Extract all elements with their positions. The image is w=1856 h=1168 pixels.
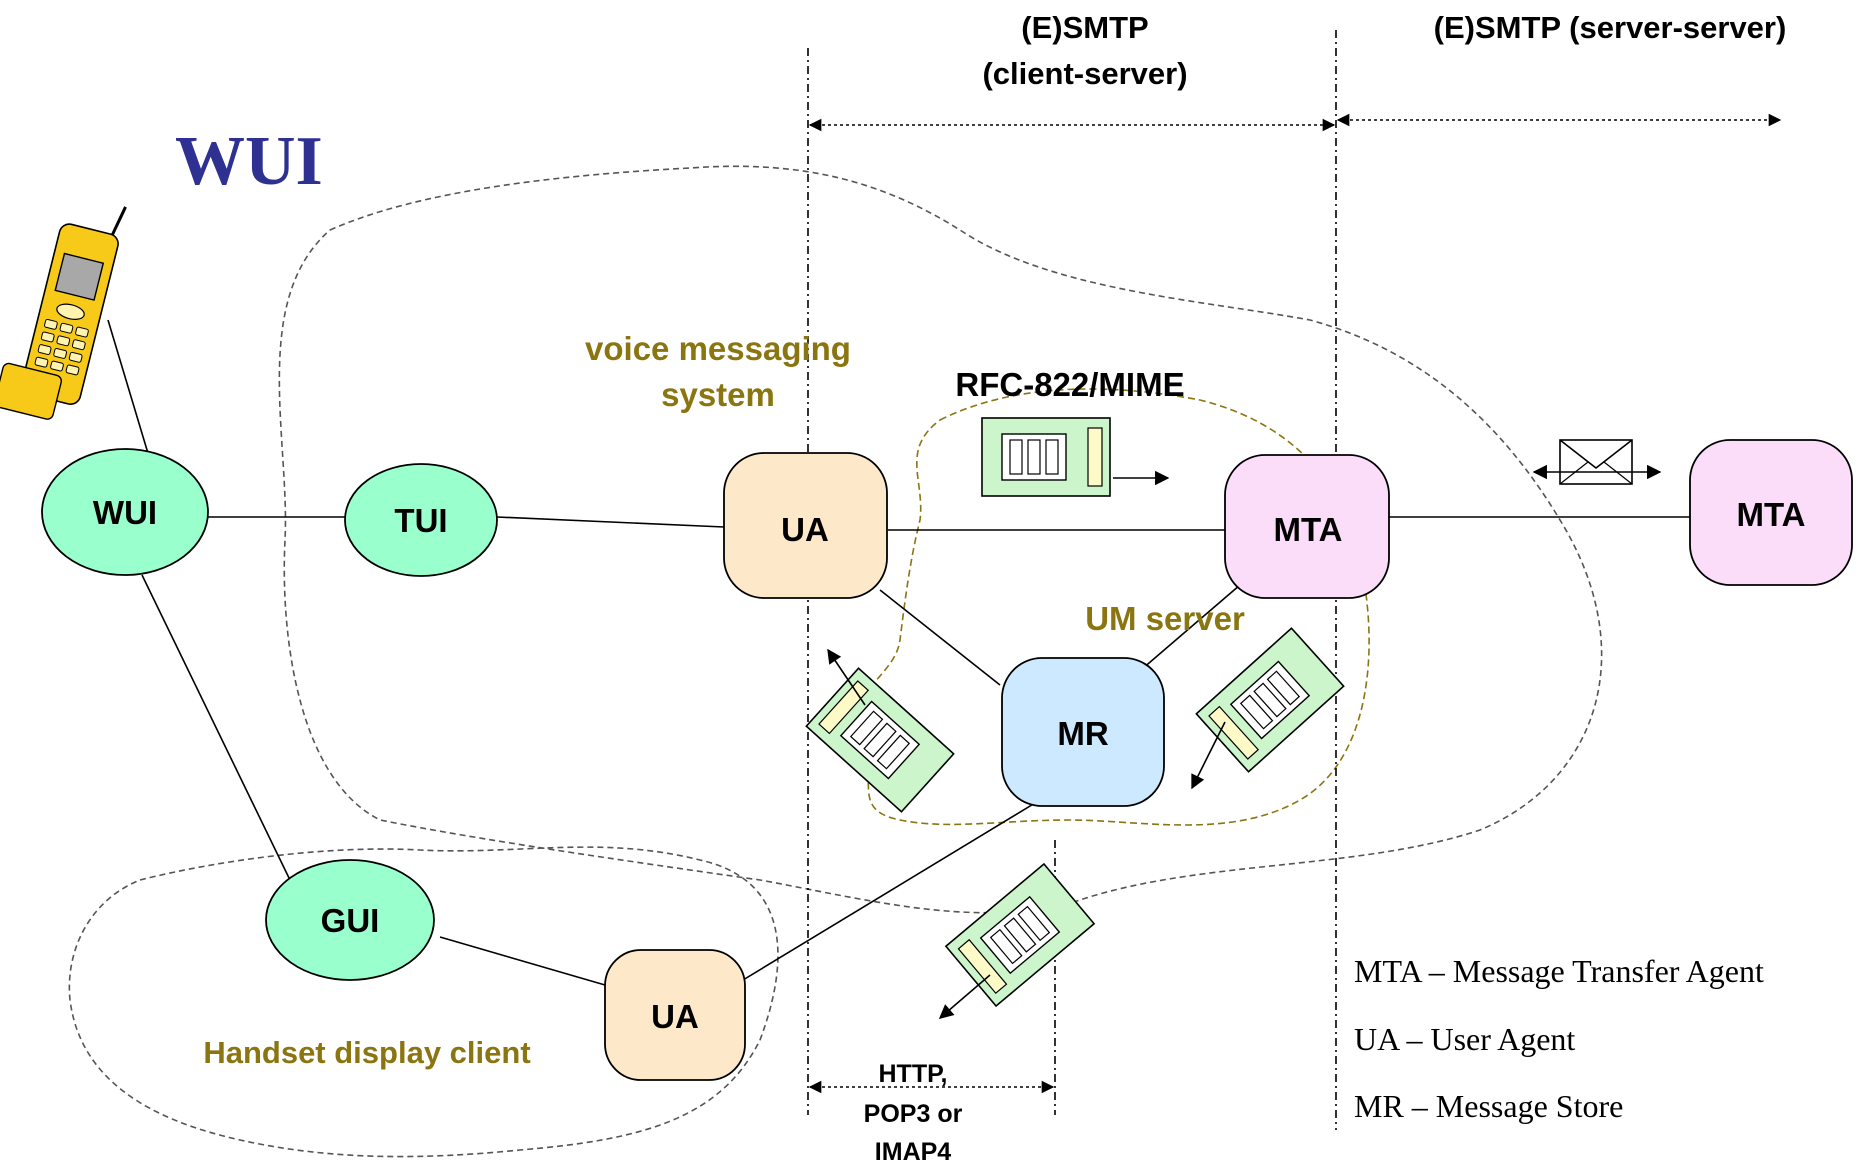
voice-messaging-region xyxy=(278,165,1603,914)
mta-local-label: MTA xyxy=(1273,511,1342,548)
um-server-label: UM server xyxy=(1085,600,1245,637)
mta-to-mr-arrow xyxy=(1191,721,1226,790)
ua-main-node[interactable]: UA xyxy=(723,452,888,599)
client-server-label-line1: (E)SMTP xyxy=(1021,10,1148,45)
ua-handset-label: UA xyxy=(651,998,699,1035)
handset-region xyxy=(68,846,779,1158)
mta-local-node[interactable]: MTA xyxy=(1224,454,1390,599)
access-protocol-label-line1: HTTP, xyxy=(879,1060,948,1088)
legend-item: MTA – Message Transfer Agent xyxy=(1354,953,1764,989)
tui-node-label: TUI xyxy=(394,502,447,539)
wui-node[interactable]: WUI xyxy=(41,448,209,576)
page-title: WUI xyxy=(175,123,323,200)
message-document-icon xyxy=(981,417,1111,497)
message-document-icon xyxy=(805,667,955,813)
connections xyxy=(107,319,1690,986)
voice-messaging-label-line1: voice messaging xyxy=(585,330,851,367)
handset-region-label: Handset display client xyxy=(203,1035,530,1070)
legend-item: MR – Message Store xyxy=(1354,1088,1623,1124)
legend: MTA – Message Transfer Agent UA – User A… xyxy=(1354,953,1764,1124)
mobile-phone-icon xyxy=(0,206,127,420)
mta-remote-label: MTA xyxy=(1736,496,1805,533)
wui-node-label: WUI xyxy=(93,494,157,531)
client-server-label-line2: (client-server) xyxy=(982,56,1187,91)
legend-item: UA – User Agent xyxy=(1354,1021,1575,1057)
mr-to-ua-arrow xyxy=(827,648,866,706)
um-server-region xyxy=(851,388,1370,826)
mr-to-handset-arrow xyxy=(938,974,991,1019)
mr-node[interactable]: MR xyxy=(1001,657,1165,807)
mta-remote-node[interactable]: MTA xyxy=(1689,439,1853,586)
server-server-label: (E)SMTP (server-server) xyxy=(1434,10,1787,45)
envelope-icon xyxy=(1559,439,1633,485)
gui-node[interactable]: GUI xyxy=(265,859,435,981)
ua-main-label: UA xyxy=(781,511,829,548)
access-protocol-label-line3: IMAP4 xyxy=(875,1138,952,1166)
voice-messaging-label-line2: system xyxy=(661,376,775,413)
gui-node-label: GUI xyxy=(321,902,380,939)
message-document-icon xyxy=(1195,627,1345,773)
tui-node[interactable]: TUI xyxy=(344,463,498,577)
mr-node-label: MR xyxy=(1057,715,1108,752)
access-protocol-label-line2: POP3 or xyxy=(864,1100,963,1128)
message-document-icon xyxy=(944,862,1096,1008)
ua-handset-node[interactable]: UA xyxy=(604,949,746,1081)
message-format-label: RFC-822/MIME xyxy=(955,366,1184,403)
